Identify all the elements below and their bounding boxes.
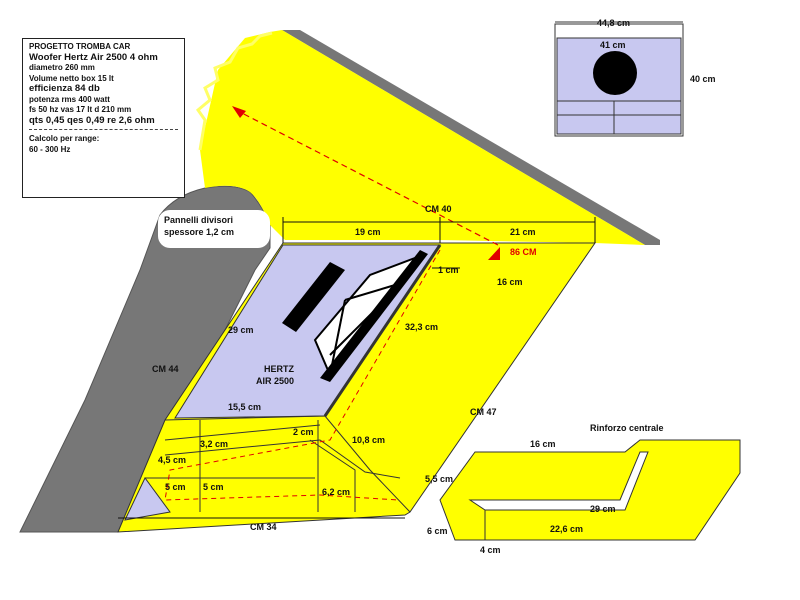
- divider-panel-c: [164, 439, 401, 479]
- label-3-2cm: 3,2 cm: [200, 439, 228, 449]
- label-5cm-b: 5 cm: [203, 482, 224, 492]
- info-params-2: qts 0,45 qes 0,49 re 2,6 ohm: [29, 114, 155, 126]
- woofer-basket-strut-3: [344, 284, 396, 301]
- label-1cm: 1 cm: [438, 265, 459, 275]
- info-volume: Volume netto box 15 lt: [29, 73, 114, 83]
- info-params-1: fs 50 hz vas 17 lt d 210 mm: [29, 105, 132, 114]
- label-29cm: 29 cm: [228, 325, 254, 335]
- label-cm40: CM 40: [425, 204, 452, 214]
- info-efficiency: efficienza 84 db: [29, 83, 100, 94]
- front-view-woofer: [593, 51, 637, 95]
- label-21cm: 21 cm: [510, 227, 536, 237]
- callout-line-1: Pannelli divisori: [164, 215, 234, 225]
- label-r-16cm: 16 cm: [530, 439, 556, 449]
- horn-sound-fan: [200, 30, 645, 245]
- info-separator: [29, 129, 178, 130]
- callout-line-2: spessore 1,2 cm: [164, 227, 235, 237]
- label-cm47: CM 47: [470, 407, 497, 417]
- label-r-6cm: 6 cm: [427, 526, 448, 536]
- label-rinforzo: Rinforzo centrale: [590, 423, 664, 433]
- fan-jagged-edge: [195, 31, 273, 151]
- sound-path-line: [235, 109, 499, 246]
- divider-panel-b: [164, 424, 321, 441]
- label-front-inner: 41 cm: [600, 40, 626, 50]
- sound-path-arrowhead: [232, 106, 246, 118]
- divider-panels-callout: Pannelli divisori spessore 1,2 cm: [158, 210, 270, 248]
- label-front-width: 44,8 cm: [597, 18, 630, 28]
- front-view-lower-left: [556, 100, 615, 135]
- label-air2500: AIR 2500: [256, 376, 294, 386]
- divider-panel-h: [164, 415, 411, 513]
- label-r-29cm: 29 cm: [590, 504, 616, 514]
- label-2cm: 2 cm: [293, 427, 314, 437]
- sound-path-line-2: [164, 249, 441, 501]
- label-front-height: 40 cm: [690, 74, 716, 84]
- info-range: 60 - 300 Hz: [29, 144, 71, 154]
- info-woofer: Woofer Hertz Air 2500 4 ohm: [29, 51, 158, 63]
- angle-marker: [488, 247, 500, 260]
- car-roof-edge: [282, 30, 660, 245]
- info-calc: Calcolo per range:: [29, 134, 100, 143]
- label-15-5cm: 15,5 cm: [228, 402, 261, 412]
- label-cm44: CM 44: [152, 364, 179, 374]
- label-32-3cm: 32,3 cm: [405, 322, 438, 332]
- label-hertz: HERTZ: [264, 364, 294, 374]
- info-diameter: diametro 260 mm: [29, 63, 95, 72]
- front-view-lower-right: [613, 100, 682, 135]
- label-r-22-6cm: 22,6 cm: [550, 524, 583, 534]
- project-info-box: PROGETTO TROMBA CAR Woofer Hertz Air 250…: [22, 38, 185, 198]
- label-19cm: 19 cm: [355, 227, 381, 237]
- label-10-8cm: 10,8 cm: [352, 435, 385, 445]
- label-5cm-a: 5 cm: [165, 482, 186, 492]
- label-r-5-5cm: 5,5 cm: [425, 474, 453, 484]
- label-6-2cm: 6,2 cm: [322, 487, 350, 497]
- info-title: PROGETTO TROMBA CAR: [29, 42, 131, 51]
- label-r-4cm: 4 cm: [480, 545, 501, 555]
- center-reinforcement: [439, 439, 741, 541]
- divider-panel-d: [309, 439, 356, 512]
- woofer-magnet: [282, 262, 345, 332]
- divider-panel-a: [323, 244, 442, 417]
- woofer-cone: [320, 250, 428, 382]
- info-power: potenza rms 400 watt: [29, 94, 110, 104]
- label-4-5cm: 4,5 cm: [158, 455, 186, 465]
- label-86cm: 86 CM: [510, 247, 537, 257]
- lower-chamber: [124, 477, 171, 521]
- label-16cm: 16 cm: [497, 277, 523, 287]
- label-cm34: CM 34: [250, 522, 277, 532]
